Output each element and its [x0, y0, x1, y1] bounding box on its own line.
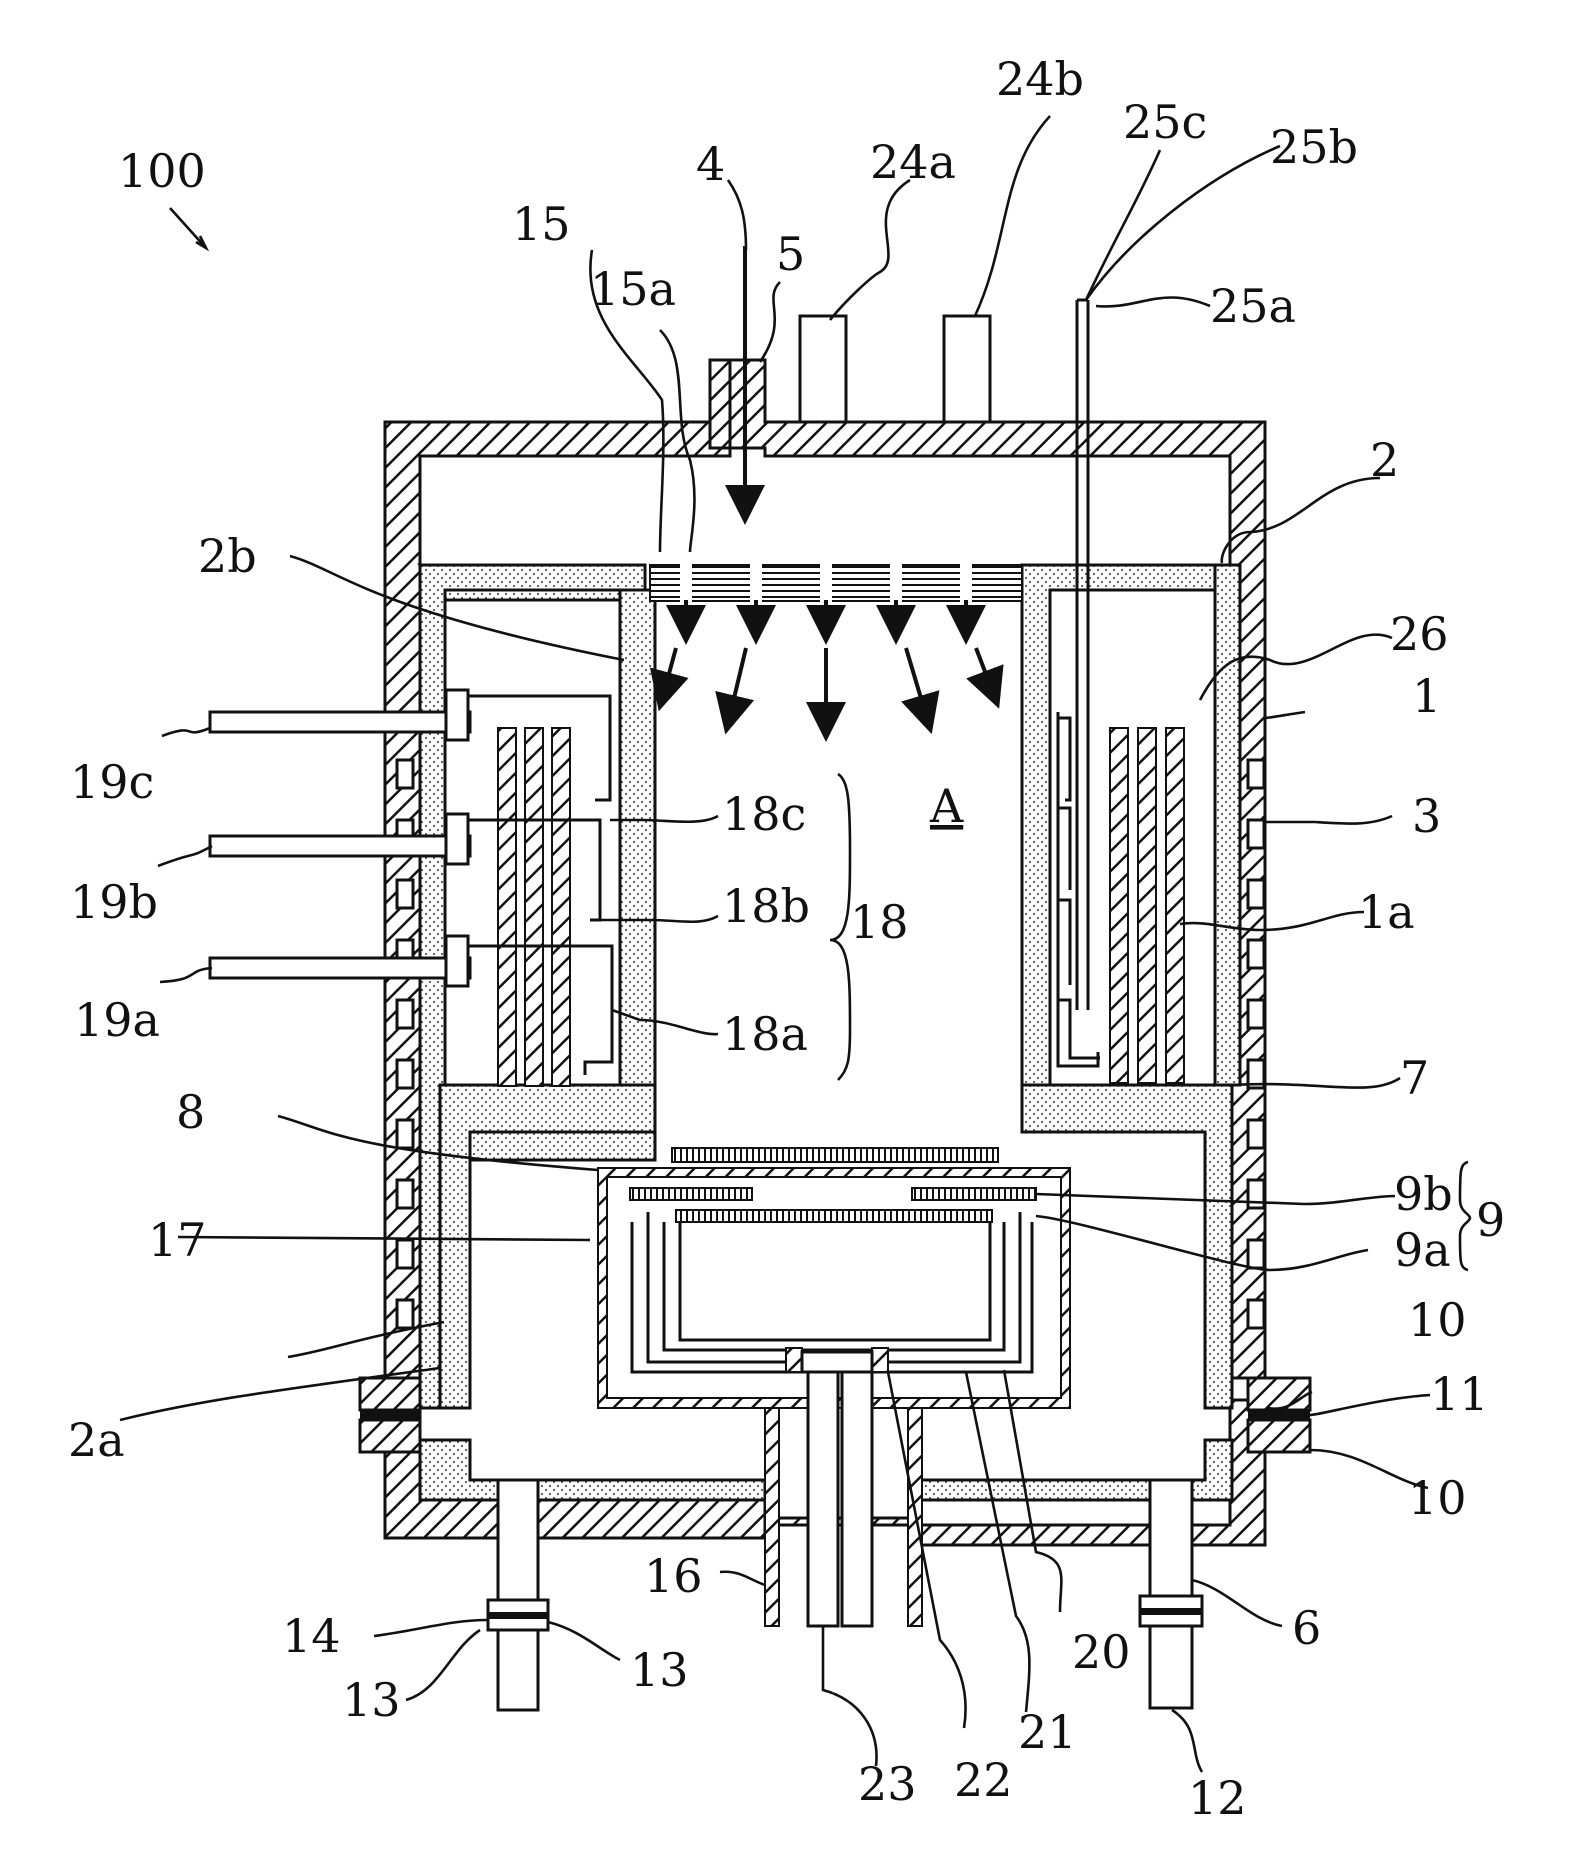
label-15: 15: [512, 197, 571, 251]
label-18b: 18b: [722, 879, 810, 933]
label-23: 23: [858, 1757, 917, 1811]
label-11: 11: [1430, 1367, 1489, 1421]
reference-labels: 100 4 5 24a 24b 25c 25b 25a 15 15a 2 2b …: [68, 52, 1505, 1825]
label-9b: 9b: [1394, 1167, 1453, 1221]
label-19c: 19c: [70, 755, 154, 809]
label-13-left: 13: [342, 1673, 401, 1727]
label-9: 9: [1476, 1193, 1505, 1247]
label-25b: 25b: [1270, 120, 1358, 174]
sensor-tube: [1077, 300, 1088, 1010]
label-21: 21: [1018, 1705, 1077, 1759]
label-4: 4: [696, 137, 725, 191]
label-17: 17: [148, 1213, 207, 1267]
label-9a: 9a: [1394, 1223, 1451, 1277]
label-6: 6: [1292, 1601, 1321, 1655]
label-12: 12: [1188, 1771, 1247, 1825]
label-14: 14: [282, 1609, 341, 1663]
label-10-top: 10: [1408, 1293, 1467, 1347]
label-25c: 25c: [1123, 95, 1207, 149]
label-100: 100: [118, 144, 206, 198]
label-3: 3: [1412, 789, 1441, 843]
label-24b: 24b: [996, 52, 1084, 106]
substrate-stage: [598, 1148, 1070, 1408]
label-7: 7: [1400, 1051, 1429, 1105]
shaft: [765, 1372, 922, 1626]
label-2: 2: [1370, 433, 1399, 487]
left-electrodes: [465, 696, 612, 1086]
label-15a: 15a: [590, 262, 676, 316]
label-18: 18: [850, 895, 909, 949]
label-18c: 18c: [722, 787, 806, 841]
ports: [800, 316, 990, 422]
label-18a: 18a: [722, 1007, 808, 1061]
region-label-A: A: [929, 779, 964, 833]
label-19a: 19a: [74, 993, 160, 1047]
label-1a: 1a: [1358, 885, 1415, 939]
label-8: 8: [176, 1085, 205, 1139]
label-26: 26: [1390, 607, 1449, 661]
label-10-bottom: 10: [1408, 1471, 1467, 1525]
label-22: 22: [954, 1753, 1013, 1807]
label-5: 5: [776, 227, 805, 281]
label-16: 16: [644, 1549, 703, 1603]
label-2b: 2b: [198, 529, 257, 583]
label-19b: 19b: [70, 875, 158, 929]
label-25a: 25a: [1210, 279, 1296, 333]
label-2a: 2a: [68, 1413, 125, 1467]
label-13-right: 13: [630, 1643, 689, 1697]
label-1: 1: [1412, 669, 1441, 723]
label-24a: 24a: [870, 135, 956, 189]
label-20: 20: [1072, 1625, 1131, 1679]
showerhead: [650, 562, 1022, 604]
